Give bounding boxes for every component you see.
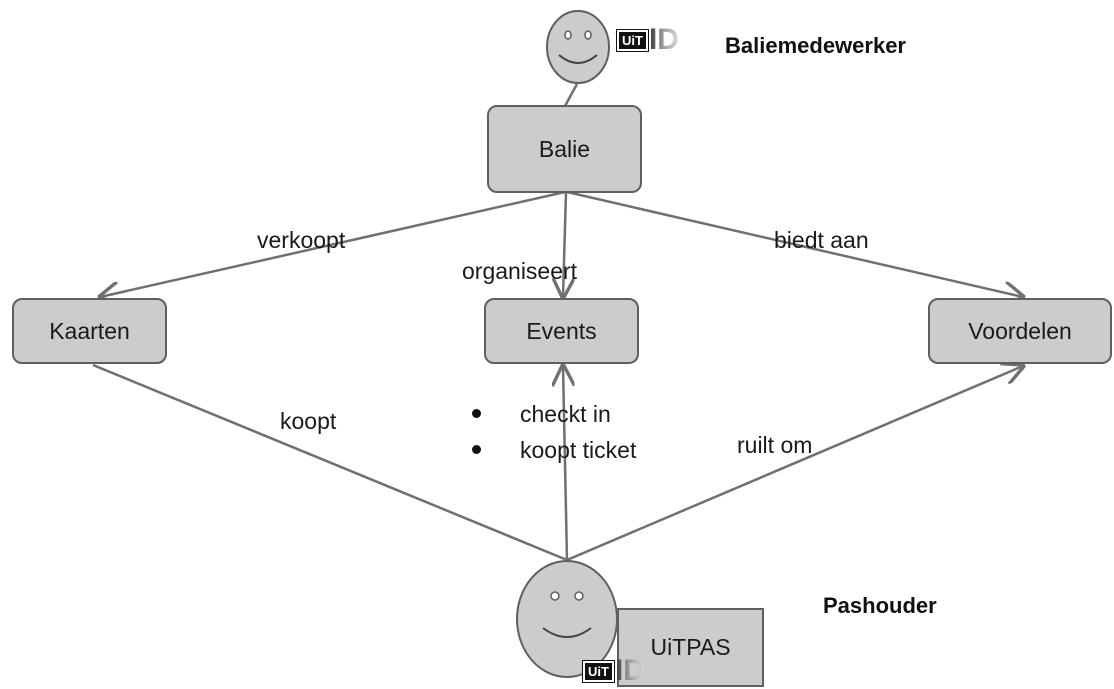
- node-events: Events: [484, 298, 639, 364]
- edge-label-organiseert: organiseert: [462, 258, 578, 284]
- edge-pashouder-events: [563, 366, 567, 561]
- id-logo-text: ID: [648, 23, 679, 56]
- pashouder-face-icon: [516, 560, 618, 678]
- uitid-logo-bottom: UiT ID: [582, 654, 645, 687]
- uit-logo-badge: UiT: [582, 659, 615, 683]
- role-baliemedewerker: Baliemedewerker: [725, 33, 906, 58]
- edge-balie-events: [563, 191, 566, 297]
- node-balie: Balie: [487, 105, 642, 193]
- event-actions-list: checkt in koopt ticket: [462, 396, 636, 468]
- baliemedewerker-face-icon: [546, 10, 610, 84]
- node-voordelen: Voordelen: [928, 298, 1112, 364]
- event-action-item: checkt in: [462, 396, 636, 432]
- role-pashouder: Pashouder: [823, 593, 937, 618]
- edge-label-ruilt-om: ruilt om: [737, 432, 813, 458]
- edge-balie-kaarten: [100, 190, 566, 297]
- edge-label-koopt: koopt: [280, 408, 337, 434]
- uit-logo-badge: UiT: [616, 28, 649, 52]
- edge-baliemedewerker-balie: [563, 83, 579, 107]
- edge-pashouder-kaarten: [92, 363, 568, 562]
- edge-label-verkoopt: verkoopt: [257, 227, 346, 253]
- edge-balie-voordelen: [566, 190, 1023, 297]
- uitpas-card: UiTPAS: [617, 608, 764, 687]
- id-logo-text: ID: [614, 654, 645, 687]
- node-kaarten: Kaarten: [12, 298, 167, 364]
- uitid-logo-top: UiT ID: [616, 23, 679, 56]
- edge-pashouder-voordelen: [566, 366, 1023, 562]
- edge-label-biedt-aan: biedt aan: [774, 227, 869, 253]
- event-action-item: koopt ticket: [462, 432, 636, 468]
